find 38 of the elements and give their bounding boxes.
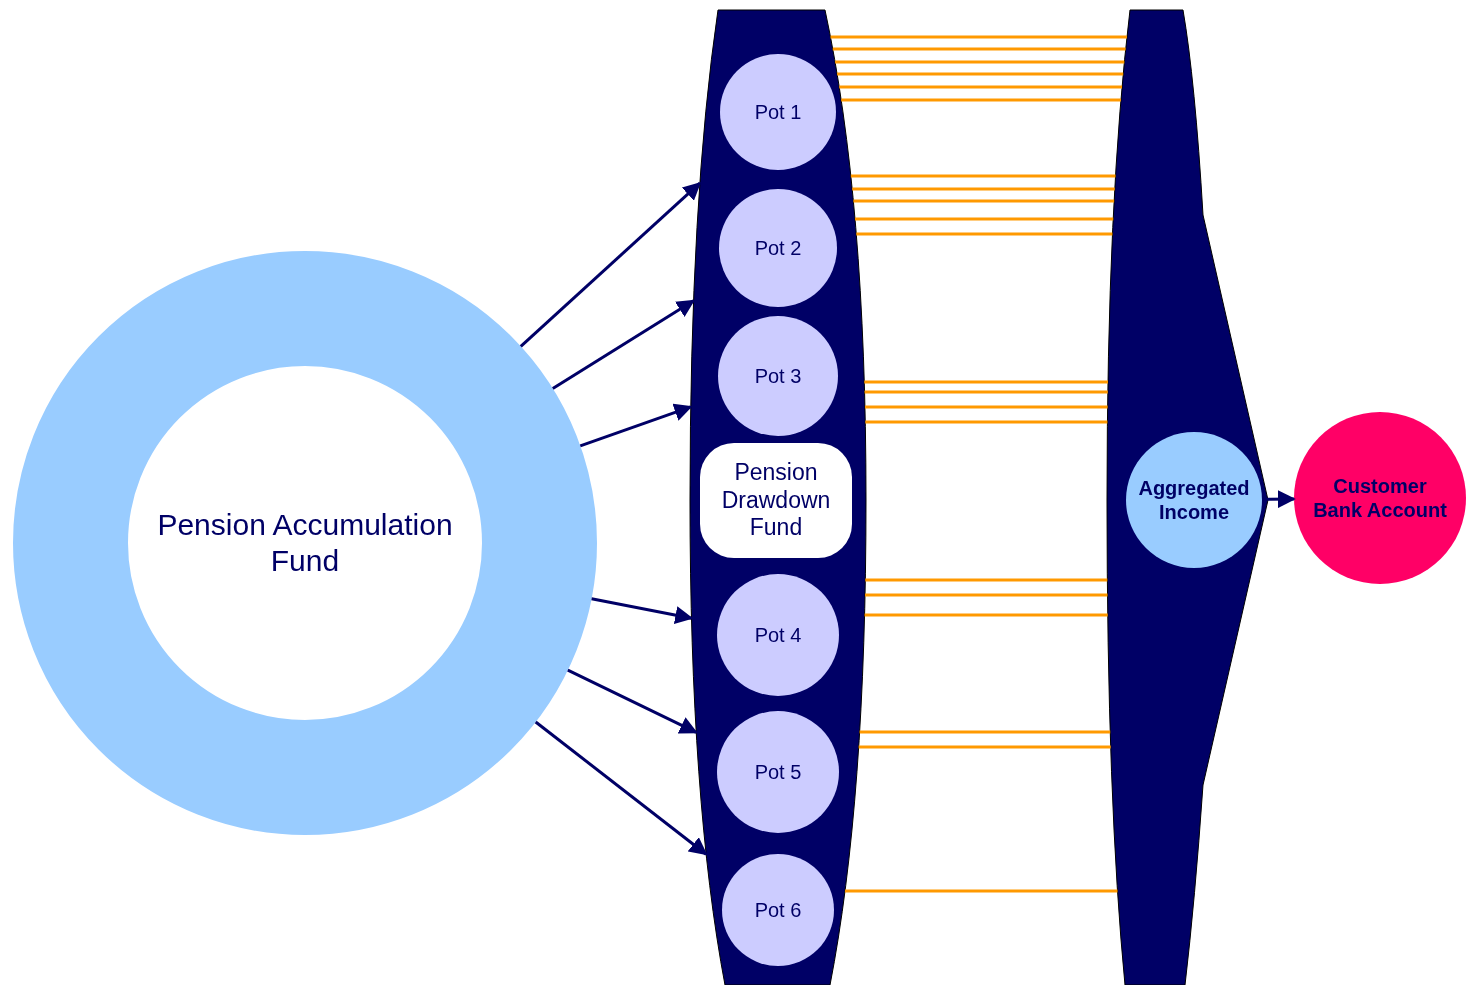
connector-line <box>856 232 1113 236</box>
connector-line <box>859 730 1111 734</box>
arrow <box>534 720 708 856</box>
connector-line <box>865 405 1108 409</box>
arrow <box>567 668 698 734</box>
pot-label: Pot 1 <box>754 100 802 124</box>
connector-line <box>837 72 1124 76</box>
pot-label: Pot 5 <box>754 760 802 784</box>
connector-line <box>841 98 1121 102</box>
connector-line <box>839 85 1122 89</box>
connector-line <box>830 35 1127 39</box>
arrow <box>579 403 693 448</box>
connector-line <box>845 889 1118 893</box>
connector-line <box>852 187 1115 191</box>
connector-line <box>865 420 1108 424</box>
connector-line <box>864 390 1108 394</box>
pot-label: Pot 4 <box>754 623 802 647</box>
income-label: Aggregated Income <box>1137 476 1251 524</box>
connector-line <box>865 593 1108 597</box>
connector-line <box>864 613 1108 617</box>
connector-line <box>832 47 1126 51</box>
connector-line <box>835 60 1125 64</box>
connector-line <box>855 217 1114 221</box>
pot-label: Pot 2 <box>754 236 802 260</box>
connector-line <box>853 199 1115 203</box>
arrow <box>591 597 694 624</box>
arrow <box>552 299 696 390</box>
connector-line <box>850 174 1116 178</box>
fund-box <box>700 443 852 558</box>
fund-label: Pension Drawdown Fund <box>720 459 832 542</box>
fund-label: Pension Accumulation Fund <box>156 507 454 579</box>
connector-line <box>864 380 1108 384</box>
pot-label: Pot 3 <box>754 364 802 388</box>
account-label: Customer Bank Account <box>1312 474 1448 522</box>
connector-line <box>865 578 1108 582</box>
pot-label: Pot 6 <box>754 898 802 922</box>
arrow <box>519 182 702 348</box>
connector-line <box>858 745 1111 749</box>
